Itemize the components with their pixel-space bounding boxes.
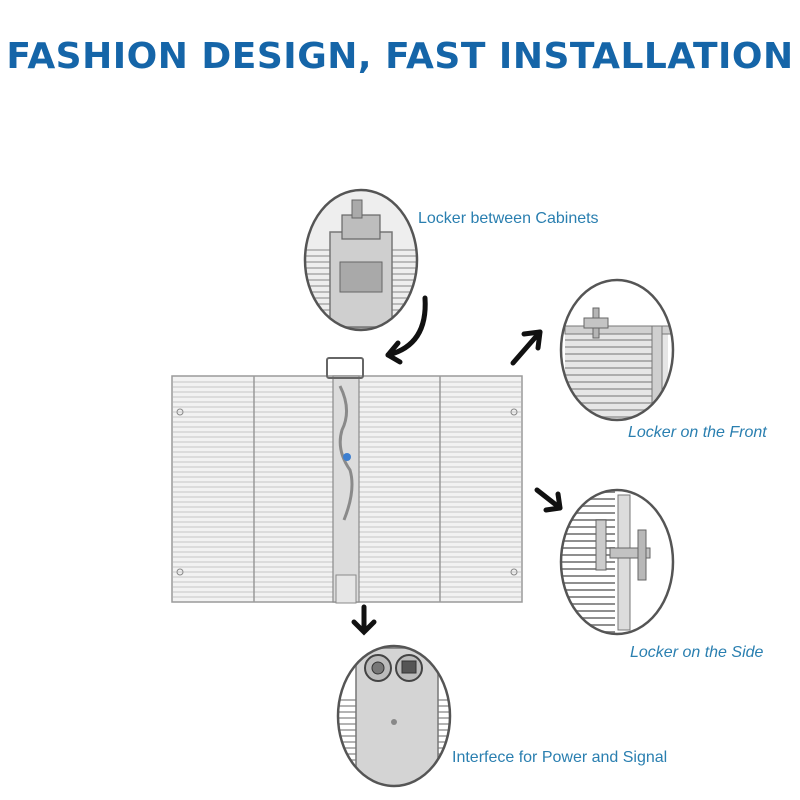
label-locker-side: Locker on the Side — [630, 644, 764, 661]
curved-arrow-icon — [385, 295, 428, 365]
locker-latch — [341, 214, 381, 240]
top-handle — [326, 357, 364, 379]
detail-locker-side — [559, 488, 675, 636]
cable-bundle — [338, 385, 354, 521]
panel-bolt-2 — [176, 568, 184, 576]
arrow-down-icon — [351, 604, 377, 636]
panel-bolt-3 — [510, 408, 518, 416]
label-interface: Interfece for Power and Signal — [452, 749, 668, 766]
interface-screw — [391, 719, 397, 725]
detail-circle-border — [559, 488, 675, 636]
detail-circle-border — [303, 188, 419, 332]
locker-clamp — [339, 261, 383, 293]
front-frame-top — [564, 325, 673, 335]
detail-circle-border — [559, 278, 675, 422]
bottom-leg — [335, 574, 357, 604]
front-frame-side — [651, 325, 663, 420]
locker-screw — [351, 199, 363, 219]
arrow-to-side-icon — [534, 487, 563, 513]
detail-locker-front — [559, 278, 675, 422]
side-locker-tab — [637, 529, 647, 581]
panel-bolt-4 — [510, 568, 518, 576]
detail-locker-between — [303, 188, 419, 332]
front-locker-knob — [583, 317, 609, 329]
panel-bolt-1 — [176, 408, 184, 416]
cable-connector-blue — [343, 453, 351, 461]
label-locker-front: Locker on the Front — [628, 424, 767, 441]
side-locker-bar — [609, 547, 651, 559]
label-locker-between: Locker between Cabinets — [418, 210, 599, 227]
side-frame — [617, 494, 631, 631]
side-locker-plate — [595, 519, 607, 571]
detail-circle-border — [336, 644, 452, 788]
led-cabinet-panel — [171, 357, 523, 604]
page-title: FASHION DESIGN, FAST INSTALLATION — [6, 36, 794, 77]
arrow-to-front-icon — [510, 329, 543, 366]
detail-interface — [336, 644, 452, 788]
